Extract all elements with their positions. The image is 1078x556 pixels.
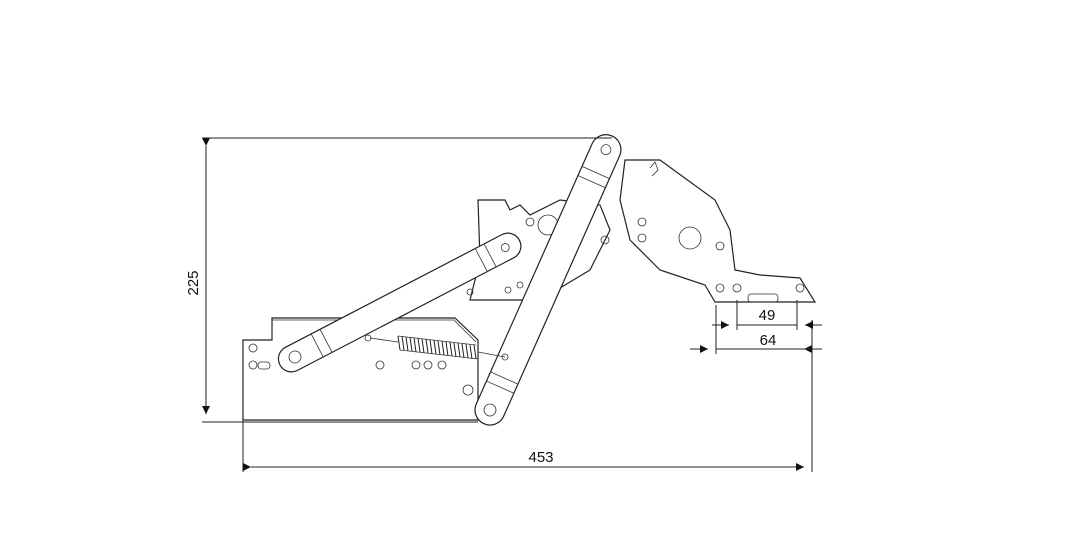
dim49-label: 49 — [759, 307, 776, 324]
hinge-mechanism — [242, 134, 817, 426]
dimensions: 225 453 49 64 — [185, 137, 822, 472]
tension-spring — [364, 334, 509, 361]
width-dimension-label: 453 — [528, 449, 553, 466]
height-dimension-label: 225 — [185, 270, 202, 295]
main-arm — [474, 134, 622, 426]
left-strut — [277, 232, 522, 373]
dim64-label: 64 — [760, 332, 777, 349]
mounting-plate — [619, 159, 817, 303]
